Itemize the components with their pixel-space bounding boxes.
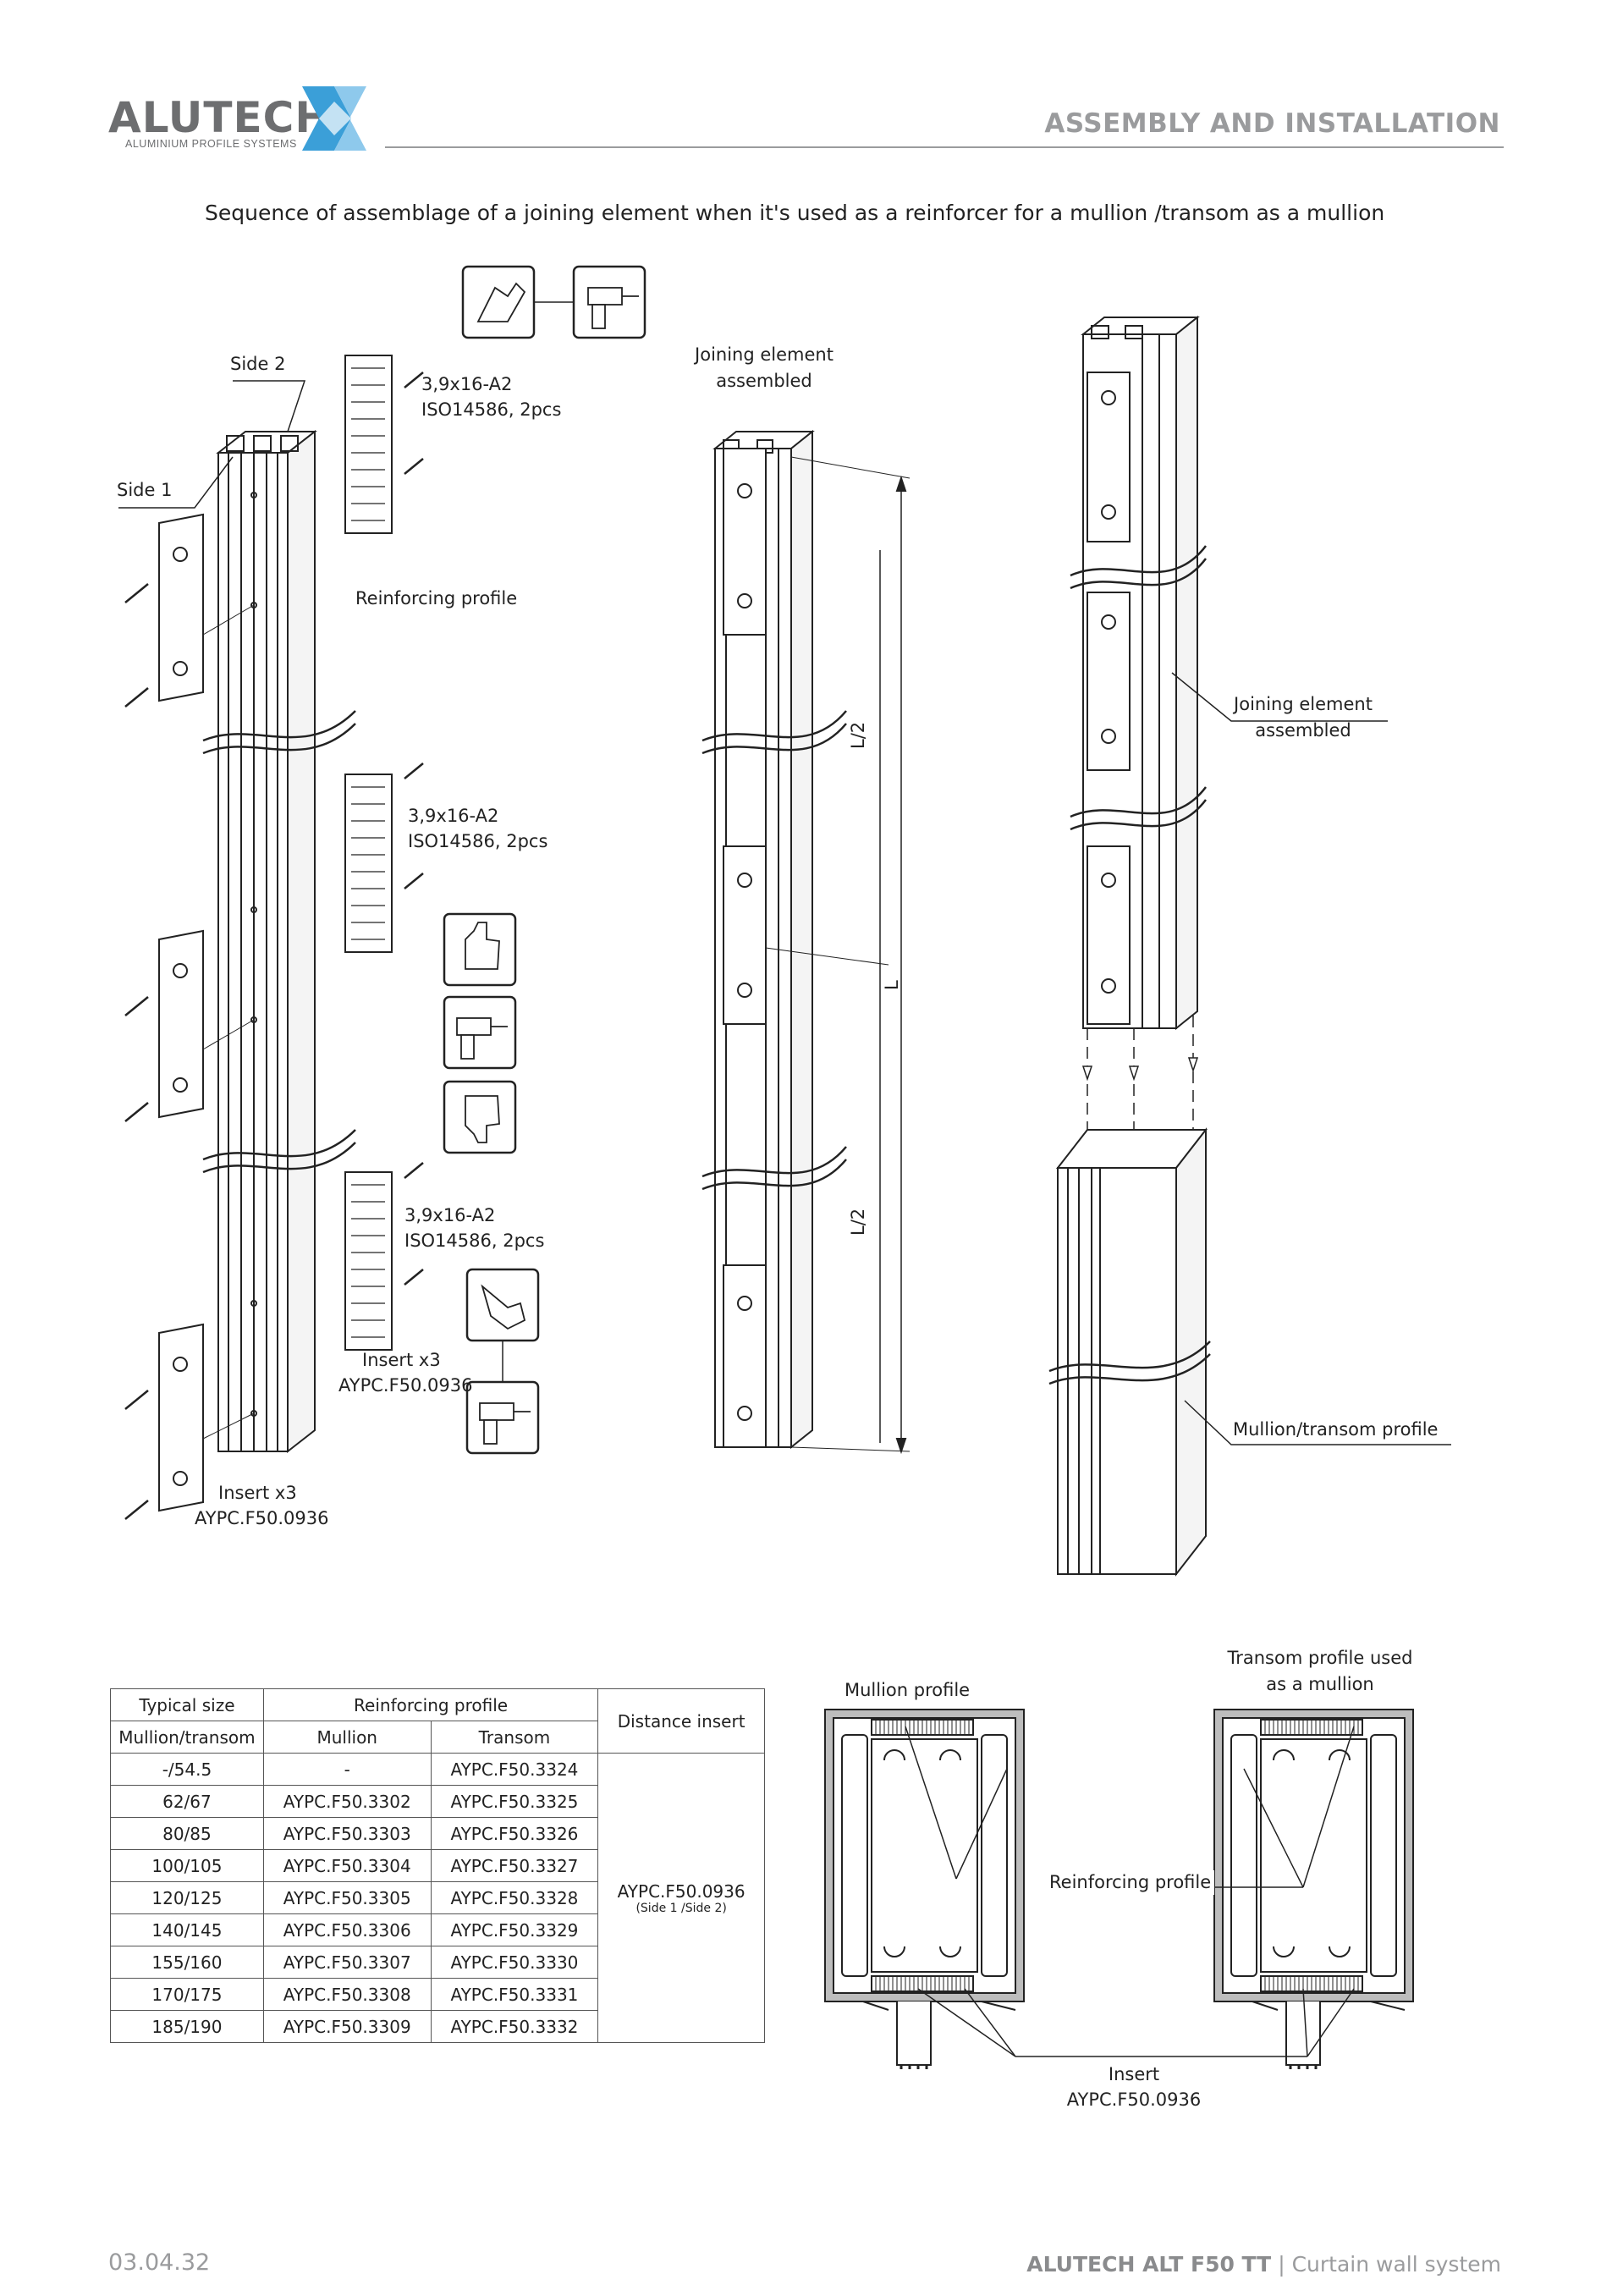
transom-section [1213,1709,1414,2069]
insert-mid-line1: Insert x3 [362,1350,441,1370]
logo-mark-icon [302,86,366,151]
mullion-profile-label: Mullion profile [845,1680,971,1700]
table-row: 100/105 AYPC.F50.3304 AYPC.F50.3327 [110,1849,765,1882]
footer-product-name: ALUTECH ALT F50 TT [1026,2252,1272,2277]
side1-label: Side 1 [117,480,173,500]
cross-section-drawing [824,1709,1414,2069]
joining-right-line2: assembled [1255,720,1351,741]
th-mullion: Mullion [262,1721,432,1754]
page-number: 03.04.32 [108,2249,211,2276]
footer-product: ALUTECH ALT F50 TT | Curtain wall system [1026,2252,1501,2277]
left-inserts [158,513,255,1512]
th-transom: Transom [430,1721,599,1754]
th-typical-size: Typical size [110,1688,264,1721]
drill-icon-2 [443,995,517,1070]
side-plates [344,355,424,1351]
th-distance-insert: Distance insert [597,1688,765,1754]
drill-icon [572,265,646,339]
insert-line2: AYPC.F50.0936 [1066,2090,1202,2110]
insert-mid-line2: AYPC.F50.0936 [338,1375,473,1396]
table-row: -/54.5 - AYPC.F50.3324 AYPC.F50.0936 (Si… [110,1753,765,2043]
middle-profile [701,429,911,1455]
spec-table: Typical size Reinforcing profile Distanc… [110,1688,765,2043]
dim-full: L [882,980,902,990]
table-row: 120/125 AYPC.F50.3305 AYPC.F50.3328 [110,1881,765,1914]
screw3-line2: ISO14586, 2pcs [404,1231,545,1251]
right-lower-profile [1048,1127,1211,1577]
table-row: 170/175 AYPC.F50.3308 AYPC.F50.3331 [110,1978,765,2011]
mullion-section [824,1709,1025,2069]
left-profile [202,429,356,1454]
thumbs-down-icon [443,1080,517,1154]
hand-press-icon [461,265,536,339]
transom-label-line1: Transom profile used [1227,1648,1413,1668]
screw3-line1: 3,9x16-A2 [404,1205,496,1225]
logo-subtitle: ALUMINIUM PROFILE SYSTEMS [125,138,297,150]
dim-half-bottom: L/2 [848,1208,868,1236]
joining-right-line1: Joining element [1234,694,1373,714]
dim-half-top: L/2 [848,721,868,749]
joining-mid-line2: assembled [716,371,812,391]
side-leaders [118,380,306,509]
reinforcing-profile-label: Reinforcing profile [355,588,518,608]
screw1-line1: 3,9x16-A2 [421,374,513,394]
assembly-drawing [118,265,1451,1577]
table-row: 185/190 AYPC.F50.3309 AYPC.F50.3332 [110,2010,765,2043]
screw2-line2: ISO14586, 2pcs [408,831,548,851]
mullion-transom-profile-label: Mullion/transom profile [1233,1419,1439,1440]
transom-label-line2: as a mullion [1266,1674,1374,1694]
table-row: 155/160 AYPC.F50.3307 AYPC.F50.3330 [110,1946,765,1979]
th-mullion-transom: Mullion/transom [110,1721,264,1754]
insert-bottom-line1: Insert x3 [218,1483,297,1503]
insert-line1: Insert [1108,2064,1160,2084]
table-row: 140/145 AYPC.F50.3306 AYPC.F50.3329 [110,1913,765,1946]
th-reinforcing-profile: Reinforcing profile [262,1688,599,1721]
joining-mid-line1: Joining element [695,344,834,365]
drill-icon-3 [465,1380,540,1455]
footer-product-desc: | Curtain wall system [1271,2252,1501,2277]
right-leaders [1171,672,1451,1445]
distance-insert-cell: AYPC.F50.0936 (Side 1 /Side 2) [597,1753,765,2043]
thumbs-up-icon [443,912,517,987]
screw2-line1: 3,9x16-A2 [408,806,499,826]
side2-label: Side 2 [230,354,286,374]
header-rule [385,146,1504,148]
section-leaders [905,1726,1355,2057]
figure-caption: Sequence of assemblage of a joining elem… [205,201,1385,225]
section-title: ASSEMBLY AND INSTALLATION [1044,108,1500,139]
right-upper-profile [1070,315,1207,1031]
section-reinforcing-label: Reinforcing profile [1046,1870,1215,1896]
pointing-hand-icon [465,1268,540,1342]
left-screws [124,583,149,1520]
screw1-line2: ISO14586, 2pcs [421,399,562,420]
insert-bottom-line2: AYPC.F50.0936 [195,1508,329,1528]
table-row: 62/67 AYPC.F50.3302 AYPC.F50.3325 [110,1785,765,1818]
logo-text: ALUTECH [108,93,332,142]
